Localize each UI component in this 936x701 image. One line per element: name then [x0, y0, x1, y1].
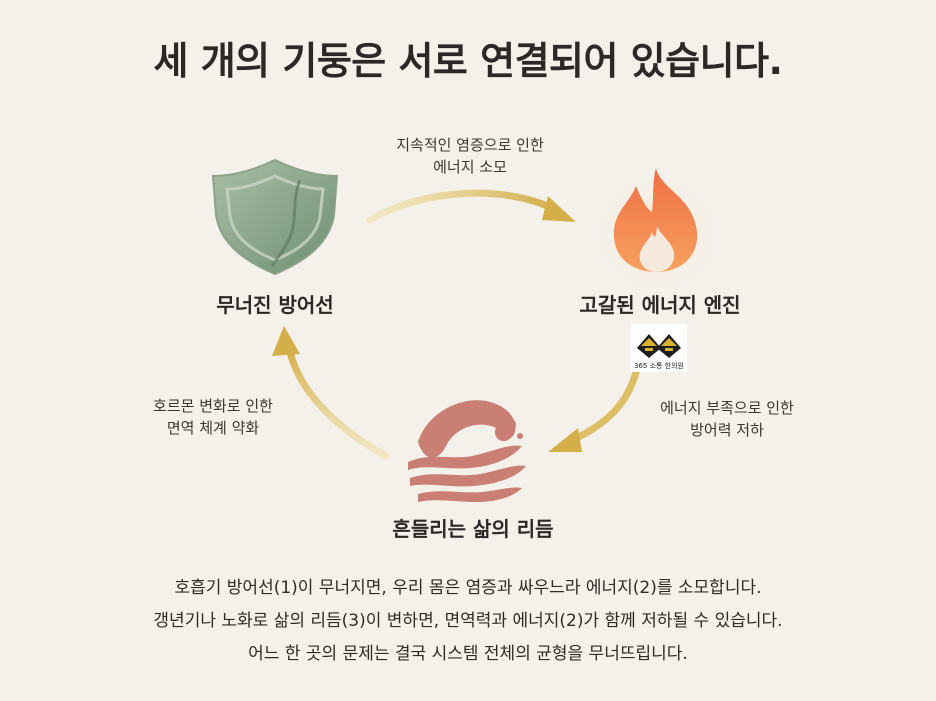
shield-icon [211, 158, 339, 276]
node-label-defense: 무너진 방어선 [216, 293, 334, 317]
footer-line: 호흡기 방어선(1)이 무너지면, 우리 몸은 염증과 싸우느라 에너지(2)를… [174, 578, 762, 598]
node-label-rhythm: 흔들리는 삶의 리듬 [392, 517, 554, 541]
arrow-engine-to-rhythm [548, 368, 640, 452]
edge-label-line: 면역 체계 약화 [166, 419, 260, 437]
clinic-logo-text: 365 소통 한의원 [633, 362, 684, 370]
clinic-logo-icon [637, 334, 681, 358]
page-title: 세 개의 기둥은 서로 연결되어 있습니다. [153, 39, 783, 83]
wave-icon [408, 400, 526, 502]
footer-line: 어느 한 곳의 문제는 결국 시스템 전체의 균형을 무너뜨립니다. [248, 644, 688, 664]
node-label-engine: 고갈된 에너지 엔진 [579, 293, 741, 317]
arrow-defense-to-engine [366, 189, 576, 224]
edge-label-engine-to-rhythm: 에너지 부족으로 인한 방어력 저하 [632, 397, 822, 441]
footer-line: 갱년기나 노화로 삶의 리듬(3)이 변하면, 면역력과 에너지(2)가 함께 … [153, 611, 783, 631]
flame-icon [590, 156, 726, 288]
edge-label-defense-to-engine: 지속적인 염증으로 인한 에너지 소모 [370, 134, 570, 178]
edge-label-line: 지속적인 염증으로 인한 [396, 136, 544, 154]
edge-label-line: 에너지 부족으로 인한 [660, 399, 794, 417]
arrow-rhythm-to-defense [272, 326, 390, 460]
edge-label-line: 호르몬 변화로 인한 [153, 397, 273, 415]
edge-label-line: 방어력 저하 [690, 421, 764, 439]
edge-label-line: 에너지 소모 [433, 158, 507, 176]
clinic-logo: 365 소통 한의원 [631, 324, 687, 372]
footer-description: 호흡기 방어선(1)이 무너지면, 우리 몸은 염증과 싸우느라 에너지(2)를… [0, 572, 936, 671]
edge-label-rhythm-to-defense: 호르몬 변화로 인한 면역 체계 약화 [118, 395, 308, 439]
